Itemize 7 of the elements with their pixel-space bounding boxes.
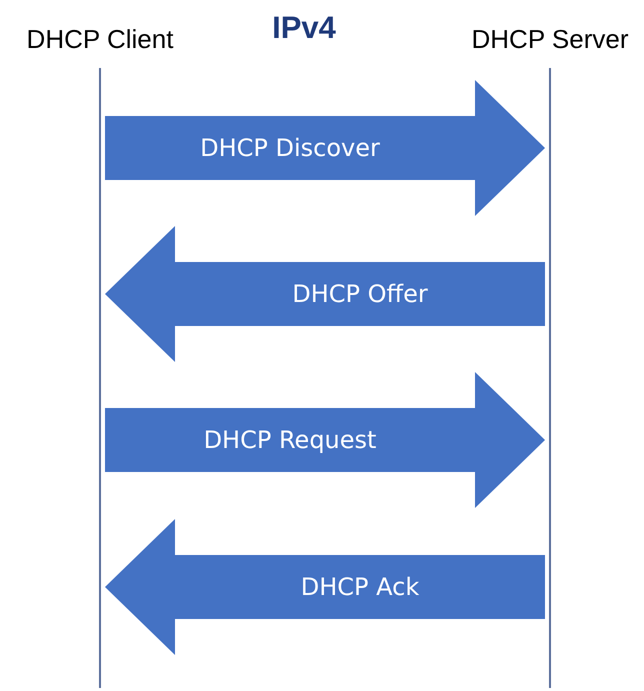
participant-label: DHCP Server bbox=[472, 24, 628, 55]
block-arrow bbox=[105, 372, 545, 508]
block-arrow bbox=[105, 226, 545, 362]
block-arrow bbox=[105, 519, 545, 655]
block-arrow bbox=[105, 80, 545, 216]
diagram-title: IPv4 bbox=[271, 10, 337, 46]
participant-label: DHCP Client bbox=[26, 24, 174, 55]
